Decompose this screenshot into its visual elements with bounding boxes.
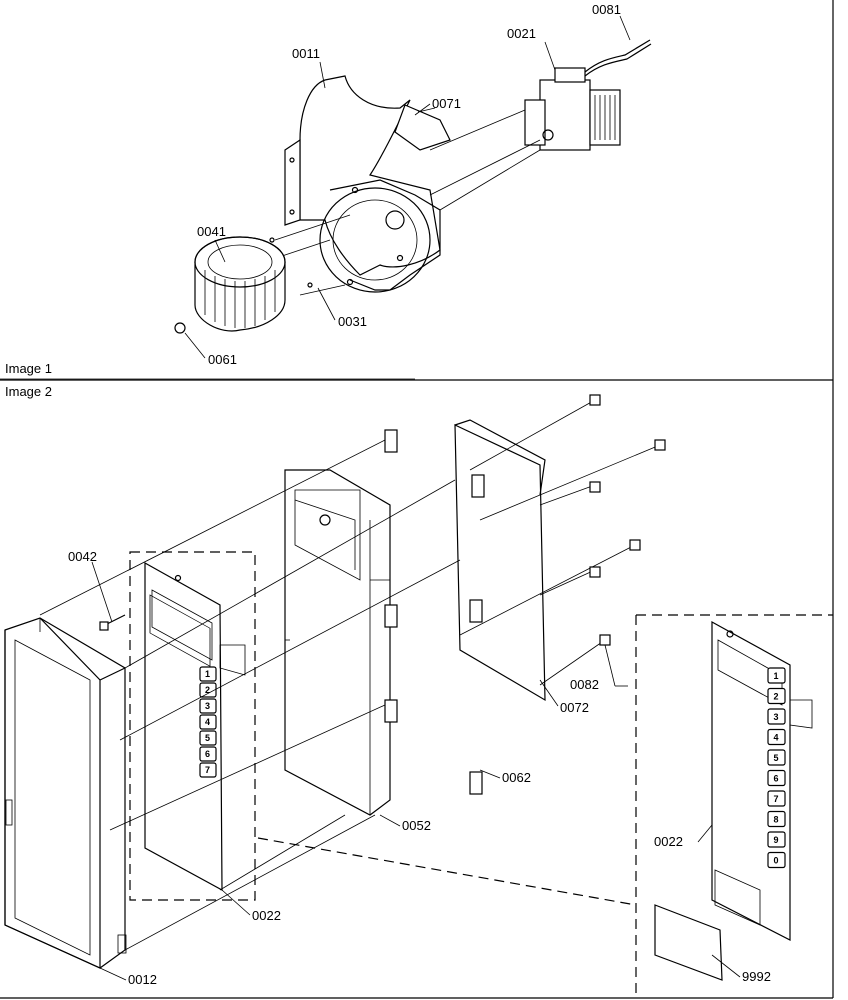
small-key-label: 6: [205, 749, 210, 759]
large-key-label: 3: [774, 712, 779, 722]
label-0061: 0061: [208, 352, 237, 367]
screws: [99, 394, 666, 686]
large-key-4: 4: [767, 728, 786, 746]
leader-0022a: [221, 889, 251, 916]
large-key-2: 2: [767, 687, 786, 705]
small-key-5: 5: [199, 730, 217, 746]
leader-0062: [479, 769, 501, 779]
label-0041: 0041: [197, 224, 226, 239]
leader-0031: [317, 287, 336, 321]
large-key-6: 6: [767, 769, 786, 787]
rear-plate-0072: [454, 419, 546, 702]
label-0021: 0021: [507, 26, 536, 41]
small-key-7: 7: [199, 762, 217, 778]
small-key-label: 5: [205, 733, 210, 743]
caption-image-2: Image 2: [5, 384, 52, 399]
guide-lines: [39, 439, 461, 951]
label-0031: 0031: [338, 314, 367, 329]
label-0012: 0012: [128, 972, 157, 987]
leader-0061: [184, 332, 206, 359]
control-panel-0022: [144, 561, 246, 892]
leader-9992: [711, 954, 741, 978]
large-key-label: 5: [774, 753, 779, 763]
label-0082: 0082: [570, 677, 599, 692]
label-0081: 0081: [592, 2, 621, 17]
label-0052: 0052: [402, 818, 431, 833]
large-key-label: 8: [774, 815, 779, 825]
detail-box: [129, 551, 256, 901]
leader-0052: [379, 814, 401, 827]
large-key-label: 0: [774, 856, 779, 866]
leader-0021: [544, 41, 556, 71]
label-0011: 0011: [292, 46, 320, 61]
small-key-label: 4: [205, 717, 210, 727]
label-0022-detail: 0022: [654, 834, 683, 849]
leader-0071: [414, 103, 431, 116]
large-key-8: 8: [767, 810, 786, 828]
label-0022-main: 0022: [252, 908, 281, 923]
label-0042: 0042: [68, 549, 97, 564]
large-key-7: 7: [767, 790, 786, 807]
leader-0041: [214, 239, 226, 263]
large-key-1: 1: [767, 667, 786, 684]
label-0072: 0072: [560, 700, 589, 715]
large-key-label: 7: [774, 794, 779, 804]
large-key-0: 0: [767, 851, 786, 869]
small-key-2: 2: [199, 682, 217, 698]
leader-0022b: [697, 824, 713, 843]
label-plate-9992: [654, 904, 723, 981]
large-key-label: 9: [774, 835, 779, 845]
leader-0042: [91, 561, 113, 623]
small-key-4: 4: [199, 714, 217, 730]
air-duct-0071: [394, 104, 451, 151]
large-key-label: 1: [774, 671, 779, 681]
large-key-3: 3: [767, 708, 786, 725]
blower-wheel-0041: [194, 236, 286, 332]
leader-0011: [319, 61, 326, 89]
large-key-9: 9: [767, 831, 786, 848]
label-0071: 0071: [432, 96, 461, 111]
label-0062: 0062: [502, 770, 531, 785]
keypad-large: 1 2 3 4 5 6 7 8 9 0: [767, 667, 786, 869]
small-key-1: 1: [199, 666, 217, 682]
nut-0061: [174, 322, 186, 334]
leader-0081: [619, 15, 631, 41]
large-key-label: 2: [774, 692, 779, 702]
blower-housing: [284, 75, 441, 293]
leader-0012: [99, 967, 127, 981]
detail-callout-line: [257, 837, 637, 906]
large-key-5: 5: [767, 749, 786, 766]
small-key-label: 2: [205, 685, 210, 695]
detail-inset-border: [635, 614, 833, 998]
small-key-label: 3: [205, 701, 210, 711]
keypad-small: 1 2 3 4 5 6 7: [199, 666, 217, 778]
chassis-bracket-0052: [284, 429, 483, 816]
control-panel-detail: [711, 620, 813, 941]
door-frame-0012: [4, 617, 127, 969]
large-key-label: 6: [774, 774, 779, 784]
large-key-label: 4: [774, 733, 779, 743]
small-key-label: 1: [205, 669, 210, 679]
caption-image-1: Image 1: [5, 361, 52, 376]
small-key-label: 7: [205, 765, 210, 775]
small-key-3: 3: [199, 698, 217, 714]
fan-motor-0021: [524, 39, 652, 151]
leader-0072: [539, 679, 559, 707]
leader-0082a: [604, 644, 616, 687]
small-key-6: 6: [199, 746, 217, 762]
label-9992: 9992: [742, 969, 771, 984]
